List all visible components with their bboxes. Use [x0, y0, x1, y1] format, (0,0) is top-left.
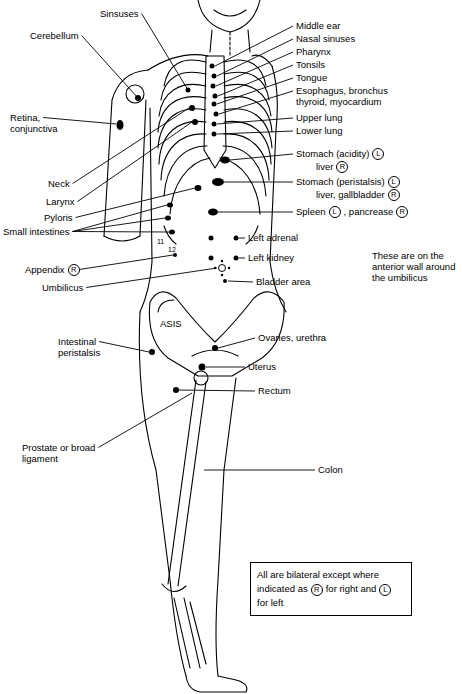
reflex-label: Spleen: [296, 206, 326, 217]
leader-line: [217, 131, 293, 134]
reflex-label: Tonsils: [296, 59, 325, 70]
leader-line: [76, 188, 195, 218]
leader-line: [218, 212, 293, 213]
leader-line: [79, 255, 173, 270]
reflex-label: Esophagus, bronchus thyroid, myocardium: [296, 85, 396, 107]
side-marker: R: [388, 189, 400, 201]
note-text: for left: [257, 597, 283, 608]
reflex-label: Uterus: [248, 361, 276, 372]
reflex-label: Small intestines: [3, 226, 70, 237]
reflex-label: ASIS: [160, 318, 182, 329]
reflex-label: Umbilicus: [42, 282, 83, 293]
reflex-label: These are on the anterior wall around th…: [372, 250, 458, 283]
reflex-label: Lower lung: [296, 125, 342, 136]
leader-line: [99, 342, 149, 353]
reflex-label: liver, gallbladder: [316, 189, 385, 200]
leader-line: [239, 238, 245, 239]
reflex-label: Retina, conjunctiva: [10, 112, 72, 134]
reflex-label: Larynx: [46, 196, 75, 207]
reflex-label: Pyloris: [44, 212, 73, 223]
reflex-label: Upper lung: [296, 112, 342, 123]
reflex-label: Nasal sinuses: [296, 33, 355, 44]
reflex-label: Left kidney: [248, 252, 294, 263]
reflex-label: Bladder area: [256, 276, 310, 287]
reflex-label: Prostate or broad ligament: [22, 442, 102, 464]
leader-line: [73, 218, 165, 232]
leader-line: [204, 470, 315, 471]
reflex-label: Ovaries, urethra: [258, 332, 326, 343]
reflex-label: Middle ear: [296, 20, 340, 31]
reflex-label: , pancrease: [344, 206, 394, 217]
rib-number: 11: [157, 238, 164, 246]
reflex-label: Cerebellum: [30, 30, 79, 41]
leader-line: [228, 281, 253, 282]
leader-line: [217, 118, 293, 124]
reflex-label: Pharynx: [296, 46, 331, 57]
side-marker: R: [311, 584, 323, 596]
leader-line: [224, 182, 293, 183]
leader-line: [86, 268, 217, 288]
leader-line: [142, 14, 188, 91]
reflex-label: Appendix: [25, 264, 65, 275]
side-marker: R: [336, 161, 348, 173]
leader-line: [73, 205, 167, 232]
leader-line: [82, 36, 138, 99]
side-marker: L: [379, 584, 391, 596]
leader-line: [206, 367, 245, 368]
leader-line: [230, 154, 293, 160]
reflex-label: liver: [316, 161, 333, 172]
note-box: All are bilateral except where indicated…: [250, 562, 412, 616]
reflex-label: Stomach (peristalsis): [296, 176, 385, 187]
reflex-label: Stomach (acidity): [296, 148, 369, 159]
reflex-label: Tongue: [296, 72, 327, 83]
reflex-label: Sinsuses: [100, 8, 139, 19]
leader-line: [215, 26, 293, 66]
reflex-label: Intestinal peristalsis: [58, 336, 116, 358]
leader-line: [217, 78, 293, 104]
side-marker: L: [329, 206, 341, 218]
rib-number: 12: [168, 246, 176, 254]
leader-line: [78, 122, 192, 202]
leader-line: [73, 108, 189, 184]
leader-line: [98, 393, 192, 448]
note-text: for right and: [326, 583, 377, 594]
leader-line: [239, 258, 245, 259]
side-marker: L: [372, 148, 384, 160]
reflex-label: Left adrenal: [248, 232, 298, 243]
reflex-label: Neck: [48, 178, 70, 189]
leader-line: [218, 65, 293, 96]
side-marker: L: [388, 176, 400, 188]
reflex-label: Colon: [318, 464, 343, 475]
side-marker: R: [396, 206, 408, 218]
leader-line: [73, 231, 169, 233]
leader-line: [179, 390, 255, 391]
reflex-label: Rectum: [258, 385, 291, 396]
leader-line: [218, 338, 255, 348]
leader-line: [219, 91, 293, 114]
side-marker: R: [68, 264, 80, 276]
